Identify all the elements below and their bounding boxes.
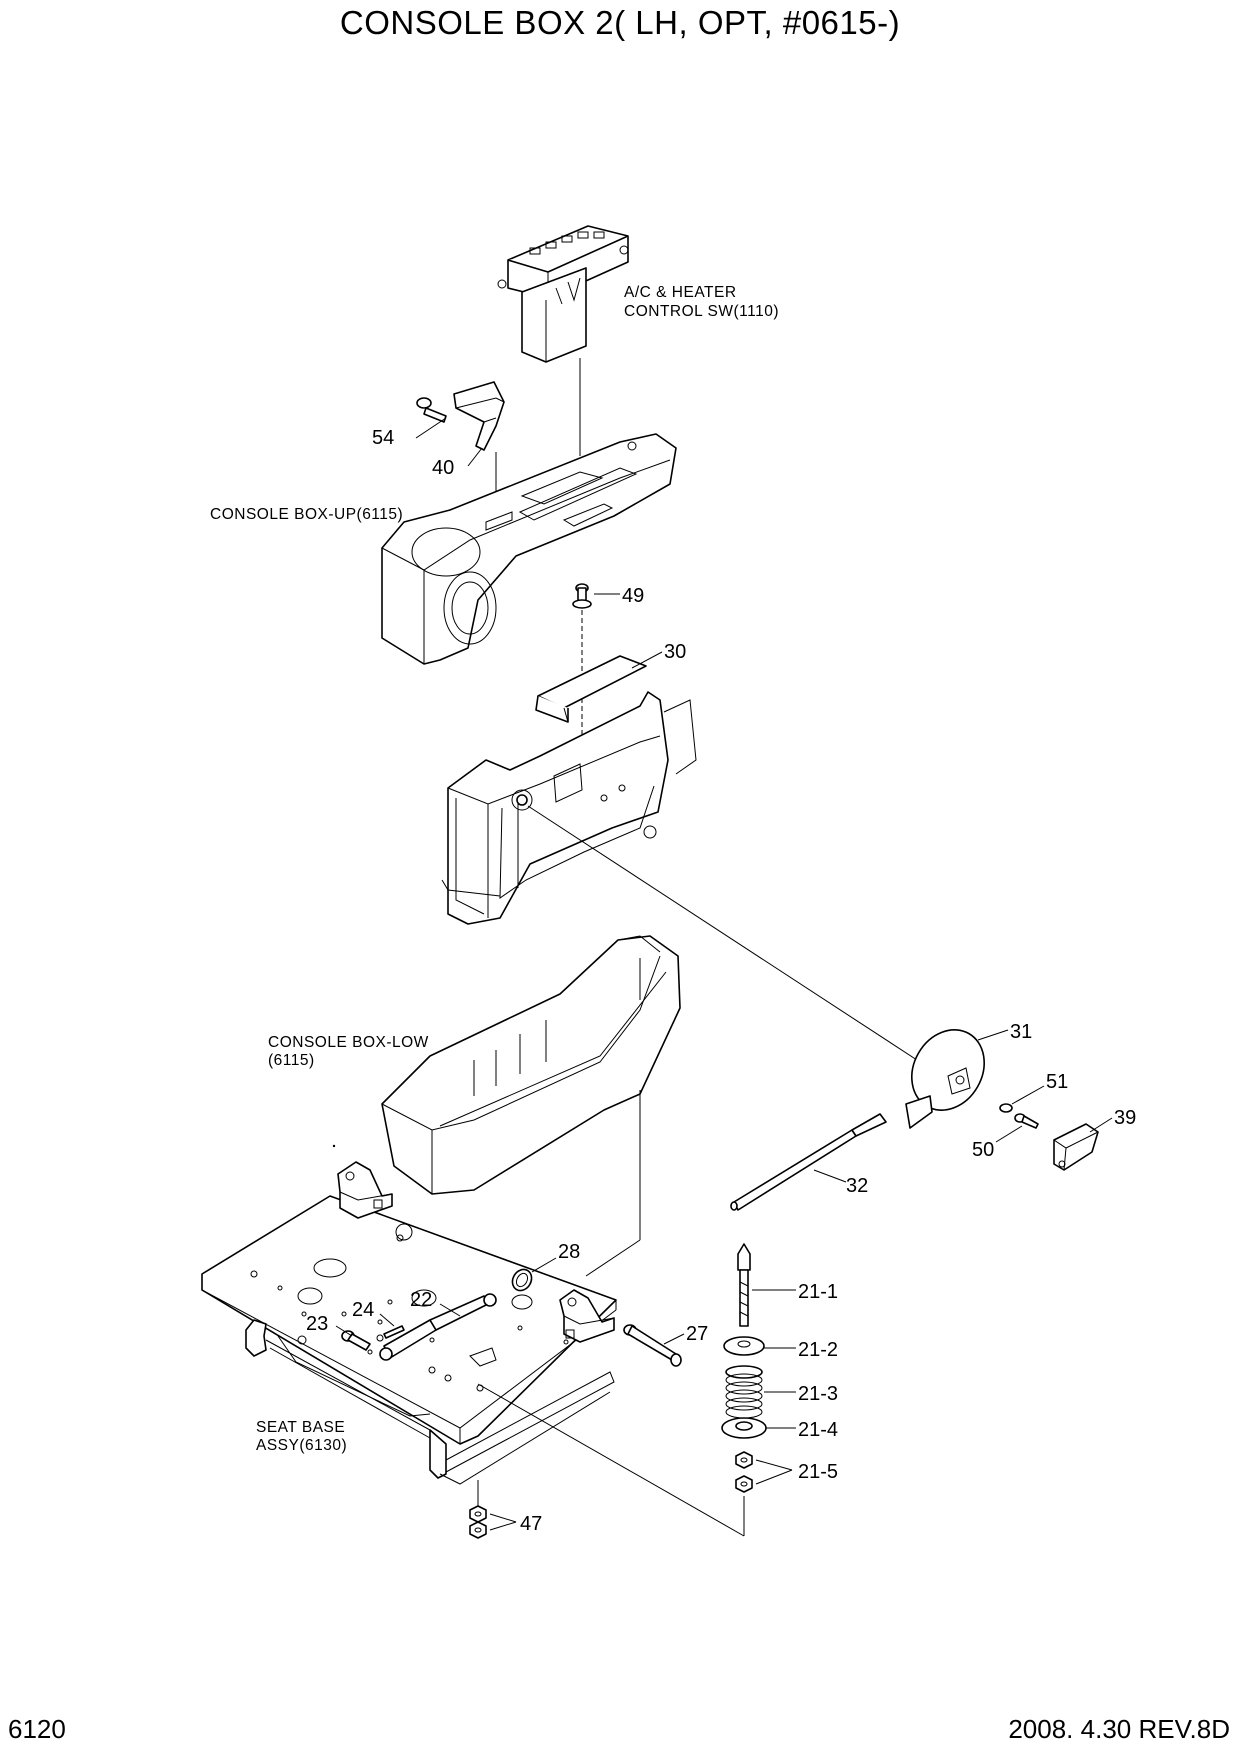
callout-22: 22 bbox=[410, 1289, 432, 1311]
console-box-up bbox=[381, 433, 677, 665]
callout-54: 54 bbox=[372, 427, 394, 449]
callout-21-5: 21-5 bbox=[798, 1461, 838, 1483]
callout-31: 31 bbox=[1010, 1021, 1032, 1043]
callout-21-2: 21-2 bbox=[798, 1339, 838, 1361]
console-box-frame bbox=[441, 691, 697, 925]
console-box-up-caption: CONSOLE BOX-UP(6115) bbox=[210, 506, 403, 523]
callout-27: 27 bbox=[686, 1323, 708, 1345]
console-box-low-caption-line2: (6115) bbox=[268, 1052, 315, 1069]
callout-47: 47 bbox=[520, 1513, 542, 1535]
nuts-47 bbox=[469, 1505, 487, 1539]
page-number: 6120 bbox=[8, 1714, 66, 1744]
ac-heater-caption-line2: CONTROL SW(1110) bbox=[624, 303, 779, 320]
callout-21-3: 21-3 bbox=[798, 1383, 838, 1405]
seat-base-assy bbox=[201, 1161, 617, 1485]
callout-39: 39 bbox=[1114, 1107, 1136, 1129]
callout-50: 50 bbox=[972, 1139, 994, 1161]
bolt-21-1 bbox=[737, 1243, 751, 1327]
revision-date: 2008. 4.30 REV.8D bbox=[1008, 1714, 1230, 1744]
pivot-leader-line bbox=[527, 805, 921, 1063]
cushion-21-4 bbox=[721, 1417, 767, 1439]
seat-base-caption-line2: ASSY(6130) bbox=[256, 1437, 347, 1454]
washer-21-2 bbox=[723, 1336, 765, 1356]
ring-28 bbox=[511, 1268, 533, 1292]
callout-23: 23 bbox=[306, 1313, 328, 1335]
washer-51 bbox=[999, 1103, 1013, 1113]
callout-28: 28 bbox=[558, 1241, 580, 1263]
callout-21-4: 21-4 bbox=[798, 1419, 838, 1441]
cover-31 bbox=[905, 1029, 985, 1129]
nuts-21-5 bbox=[735, 1451, 753, 1493]
pin-24 bbox=[376, 1325, 405, 1342]
ac-heater-control-switch bbox=[497, 225, 629, 363]
page-title: CONSOLE BOX 2( LH, OPT, #0615-) bbox=[339, 4, 901, 41]
callout-30: 30 bbox=[664, 641, 686, 663]
spring-21-3 bbox=[725, 1365, 763, 1419]
bolt-27 bbox=[623, 1324, 682, 1367]
console-box-low bbox=[381, 935, 681, 1195]
screw-54 bbox=[416, 397, 447, 423]
bolt-49 bbox=[572, 583, 592, 609]
console-box-low-caption-line1: CONSOLE BOX-LOW bbox=[268, 1034, 429, 1051]
rod-32 bbox=[730, 1113, 887, 1211]
screw-50 bbox=[1014, 1113, 1039, 1129]
callout-40: 40 bbox=[432, 457, 454, 479]
ac-heater-caption-line1: A/C & HEATER bbox=[624, 284, 737, 301]
callout-24: 24 bbox=[352, 1299, 374, 1321]
gas-spring-22 bbox=[379, 1293, 497, 1361]
bolt-23 bbox=[341, 1330, 371, 1351]
callout-32: 32 bbox=[846, 1175, 868, 1197]
callout-51: 51 bbox=[1046, 1071, 1068, 1093]
callout-21-1: 21-1 bbox=[798, 1281, 838, 1303]
bracket-30 bbox=[535, 655, 647, 723]
seat-base-caption-line1: SEAT BASE bbox=[256, 1419, 345, 1436]
handle-39 bbox=[1053, 1123, 1099, 1171]
callout-49: 49 bbox=[622, 585, 644, 607]
knob-40 bbox=[453, 381, 505, 451]
